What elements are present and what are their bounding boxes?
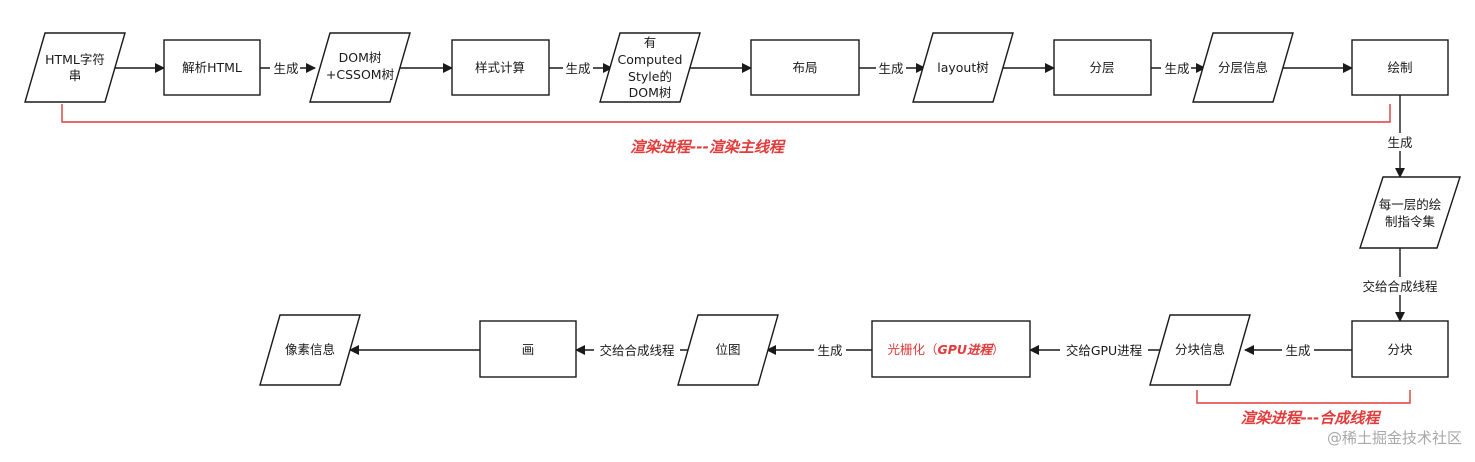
edge-label-to-compositor-2: 交给合成线程 <box>599 343 675 358</box>
node-tile-info: 分块信息 <box>1149 314 1251 386</box>
node-html-string: HTML字符 串 <box>24 32 126 103</box>
node-layout-tree: layout树 <box>912 32 1014 103</box>
node-layering: 分层 <box>1053 39 1152 96</box>
edge-label-generate-6: 生成 <box>1285 343 1310 358</box>
node-paint-instructions-line1: 每一层的绘 <box>1379 197 1442 212</box>
node-style-calc-label: 样式计算 <box>475 60 525 75</box>
node-raster-gpu-process: GPU进程 <box>937 342 994 357</box>
node-layout-tree-label: layout树 <box>937 60 989 75</box>
edge-label-generate-4: 生成 <box>1164 61 1189 76</box>
node-computed-dom-line4: DOM树 <box>629 85 672 100</box>
node-raster: 光栅化（GPU进程） <box>871 320 1031 378</box>
node-parse-html-label: 解析HTML <box>182 60 242 75</box>
node-pixel-info: 像素信息 <box>259 314 361 386</box>
node-layer-info-label: 分层信息 <box>1218 60 1268 75</box>
node-style-calc: 样式计算 <box>451 39 550 96</box>
edge-label-bg <box>1282 341 1314 359</box>
node-bitmap: 位图 <box>677 314 779 386</box>
edge-label-to-compositor-1: 交给合成线程 <box>1362 279 1438 294</box>
edge-label-generate-5: 生成 <box>1387 135 1412 150</box>
edge-label-bg <box>1060 341 1148 359</box>
node-dom-cssom: DOM树 +CSSOM树 <box>309 32 411 103</box>
edge-label-bg <box>1358 277 1442 295</box>
node-paint: 绘制 <box>1351 39 1449 96</box>
edge-label-to-gpu: 交给GPU进程 <box>1066 343 1143 358</box>
edge-label-generate-2: 生成 <box>565 61 590 76</box>
node-dom-cssom-line2: +CSSOM树 <box>326 67 394 82</box>
node-bitmap-label: 位图 <box>715 342 740 357</box>
edge-label-bg <box>1384 133 1416 151</box>
edge-label-bg <box>563 59 593 77</box>
edge-label-bg <box>594 341 680 359</box>
node-computed-dom-line2: Computed <box>618 52 683 67</box>
node-dom-cssom-line1: DOM树 <box>339 50 382 65</box>
node-layout-label: 布局 <box>792 60 817 75</box>
node-paint-instructions: 每一层的绘 制指令集 <box>1359 176 1461 249</box>
edge-label-generate-7: 生成 <box>817 343 842 358</box>
watermark: @稀土掘金技术社区 <box>1327 429 1462 447</box>
node-tile-info-label: 分块信息 <box>1175 342 1225 357</box>
node-draw-label: 画 <box>522 342 535 357</box>
node-layout: 布局 <box>750 39 860 96</box>
node-layer-info: 分层信息 <box>1192 32 1294 103</box>
node-html-string-line1: HTML字符 <box>45 52 105 67</box>
edge-label-bg <box>270 59 300 77</box>
annotation-render-compositor: 渲染进程---合成线程 <box>1241 409 1382 427</box>
node-draw: 画 <box>479 320 577 378</box>
edge-label-generate-1: 生成 <box>273 61 298 76</box>
node-computed-dom: 有 Computed Style的 DOM树 <box>599 32 701 103</box>
node-paint-instructions-line2: 制指令集 <box>1385 214 1436 229</box>
annotation-render-main-thread: 渲染进程---渲染主线程 <box>630 138 786 156</box>
node-html-string-line2: 串 <box>69 68 82 83</box>
node-pixel-info-label: 像素信息 <box>285 342 335 357</box>
node-raster-suffix: ） <box>992 342 1005 357</box>
node-computed-dom-line3: Style的 <box>628 69 672 84</box>
node-raster-prefix: 光栅化（ <box>887 342 937 357</box>
bracket-render-compositor <box>1196 390 1411 404</box>
edge-label-bg <box>1161 59 1191 77</box>
node-raster-label: 光栅化（GPU进程） <box>887 342 1004 357</box>
node-computed-dom-line1: 有 <box>644 35 657 50</box>
edge-label-bg <box>814 341 846 359</box>
node-tiling-label: 分块 <box>1387 342 1413 357</box>
node-layering-label: 分层 <box>1089 60 1114 75</box>
bracket-render-main-thread <box>61 104 1391 123</box>
node-parse-html: 解析HTML <box>163 39 261 96</box>
edge-label-bg <box>876 59 906 77</box>
node-tiling: 分块 <box>1351 320 1449 378</box>
node-paint-label: 绘制 <box>1387 60 1412 75</box>
edge-label-generate-3: 生成 <box>878 61 903 76</box>
